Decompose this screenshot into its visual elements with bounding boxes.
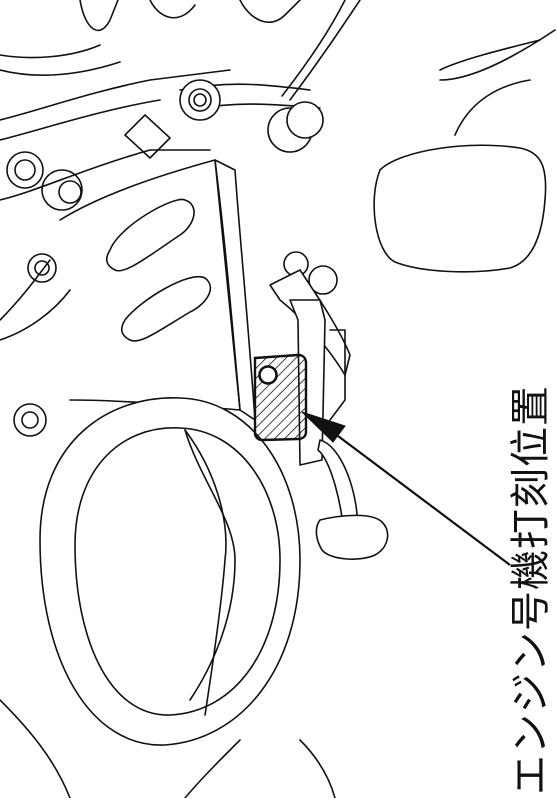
cable-clamp bbox=[124, 114, 171, 159]
engine-body bbox=[0, 149, 256, 421]
lower-frame bbox=[0, 699, 336, 799]
control-cables bbox=[281, 0, 556, 101]
callout-arrow bbox=[301, 411, 511, 566]
footrest bbox=[373, 39, 547, 273]
generator-cover bbox=[13, 397, 301, 746]
engine-number-location-label: エンジン号機打刻位置 bbox=[508, 385, 554, 795]
upper-bolts bbox=[6, 79, 338, 385]
cooling-slots bbox=[105, 198, 212, 342]
engine-number-stamp-area bbox=[253, 353, 308, 442]
